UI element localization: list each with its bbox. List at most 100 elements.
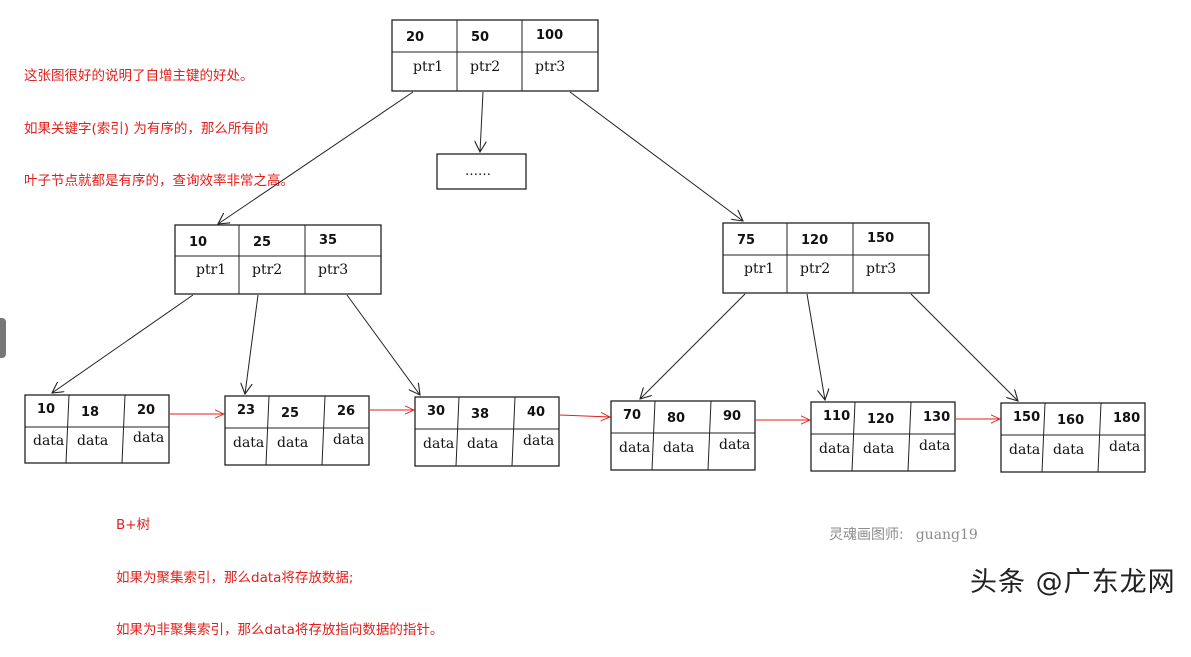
leaf-node-2-border <box>224 395 370 466</box>
root-node-ptrs-2: ptr2 <box>470 59 500 75</box>
leaf-node-4-key-1: 70 <box>623 408 641 423</box>
leaf-node-2-key-1: 23 <box>237 403 255 418</box>
root-node-key-3: 100 <box>536 28 563 43</box>
leaf-link-3-4 <box>559 415 610 417</box>
internal-node-1-ptrs-3: ptr3 <box>318 262 348 278</box>
ellipsis-node-border <box>436 153 527 190</box>
edge-internal2-to-leaf-4 <box>640 293 746 399</box>
leaf-node-1-data-1: data <box>33 433 64 449</box>
leaf-node-4-data-3: data <box>719 437 750 453</box>
edge-internal2-to-leaf-6 <box>910 293 1018 401</box>
leaf-node-6-key-3: 180 <box>1113 411 1140 426</box>
leaf-node-6: 150 160 180 data data data <box>1000 402 1146 473</box>
leaf-node-1-key-1: 10 <box>37 402 55 417</box>
leaf-node-3-key-2: 38 <box>471 407 489 422</box>
leaf-node-2-col-divider-2 <box>321 395 326 466</box>
internal-node-2-key-3: 150 <box>867 231 894 246</box>
leaf-node-1: 10 18 20 data data data <box>24 394 170 464</box>
note-top: 这张图很好的说明了自增主键的好处。 如果关键字(索引) 为有序的，那么所有的 叶… <box>24 33 294 208</box>
leaf-node-2-data-3: data <box>333 432 364 448</box>
leaf-node-1-key-3: 20 <box>137 403 155 418</box>
leaf-node-6-border <box>1000 402 1146 473</box>
credit-author: guang19 <box>915 527 978 543</box>
leaf-node-3-data-3: data <box>523 433 554 449</box>
internal-node-2-key-1: 75 <box>737 233 755 248</box>
note-bottom-line-1: 如果为聚集索引，那么data将存放数据; <box>116 569 354 586</box>
credit: 灵魂画图师: guang19 <box>829 524 978 544</box>
internal-node-1-key-1: 10 <box>189 235 207 250</box>
leaf-node-2-col-divider-1 <box>265 395 270 466</box>
internal-node-2-ptrs-2: ptr2 <box>800 261 830 277</box>
leaf-node-6-col-divider-1 <box>1041 402 1046 473</box>
leaf-node-2-data-2: data <box>277 435 308 451</box>
leaf-node-3-key-3: 40 <box>527 405 545 420</box>
edge-root-to-ellipsis <box>480 91 483 152</box>
leaf-node-4-col-divider-2 <box>707 400 712 471</box>
note-bottom-title: B+树 <box>116 517 151 533</box>
internal-node-2-ptrs-1: ptr1 <box>744 261 774 277</box>
note-top-line-1: 这张图很好的说明了自增主键的好处。 <box>24 68 254 84</box>
leaf-node-1-key-2: 18 <box>81 405 99 420</box>
note-bottom-line-2: 如果为非聚集索引，那么data将存放指向数据的指针。 <box>116 622 444 638</box>
edge-internal1-to-leaf-1 <box>52 294 194 393</box>
internal-node-2-ptrs-3: ptr3 <box>866 261 896 277</box>
root-node-ptrs-1: ptr1 <box>413 59 443 75</box>
root-node-key-1: 20 <box>406 30 424 45</box>
internal-node-2-key-2: 120 <box>801 233 828 248</box>
credit-label: 灵魂画图师: <box>829 527 904 543</box>
leaf-node-4-border <box>610 400 756 471</box>
leaf-node-4-key-3: 90 <box>723 409 741 424</box>
leaf-node-1-border <box>24 394 170 464</box>
internal-node-1-key-3: 35 <box>319 233 337 248</box>
edge-internal2-to-leaf-5 <box>806 293 825 400</box>
edge-internal1-to-leaf-3 <box>346 294 420 395</box>
leaf-node-4-key-2: 80 <box>667 411 685 426</box>
internal-node-2-border <box>722 222 930 294</box>
ellipsis-text: …… <box>465 164 491 179</box>
edge-internal1-to-leaf-2 <box>245 294 259 394</box>
leaf-node-4-data-2: data <box>663 440 694 456</box>
leaf-node-5-data-3: data <box>919 438 950 454</box>
leaf-node-1-data-2: data <box>77 433 108 449</box>
internal-node-1-key-2: 25 <box>253 235 271 250</box>
leaf-node-6-data-2: data <box>1053 442 1084 458</box>
internal-node-1-ptrs-1: ptr1 <box>196 262 226 278</box>
leaf-links <box>170 410 1000 420</box>
leaf-node-1-col-divider-2 <box>121 394 126 464</box>
root-node-key-2: 50 <box>471 30 489 45</box>
leaf-node-6-data-1: data <box>1009 442 1040 458</box>
internal-node-2: 75 120 150 ptr1 ptr2 ptr3 <box>722 222 930 294</box>
internal-node-1: 10 25 35 ptr1 ptr2 ptr3 <box>174 224 382 295</box>
leaf-node-5-key-1: 110 <box>823 409 850 424</box>
leaf-node-4-data-1: data <box>619 440 650 456</box>
note-top-line-2: 如果关键字(索引) 为有序的，那么所有的 <box>24 120 269 137</box>
leaf-node-3-col-divider-2 <box>511 396 516 467</box>
leaf-node-3-border <box>414 396 560 467</box>
leaf-node-3-data-1: data <box>423 436 454 452</box>
root-node: 20 50 100 ptr1 ptr2 ptr3 <box>391 19 599 92</box>
leaf-node-5-data-2: data <box>863 441 894 457</box>
tree-edges <box>52 91 1018 401</box>
internal-node-1-border <box>174 224 382 295</box>
leaf-node-2-data-1: data <box>233 435 264 451</box>
leaf-node-2-key-3: 26 <box>337 404 355 419</box>
leaf-node-6-key-2: 160 <box>1057 413 1084 428</box>
leaf-node-5-key-3: 130 <box>923 410 950 425</box>
leaf-node-3-key-1: 30 <box>427 404 445 419</box>
root-node-ptrs-3: ptr3 <box>535 59 565 75</box>
leaf-node-6-key-1: 150 <box>1013 410 1040 425</box>
side-scroll-handle[interactable] <box>0 318 6 358</box>
leaf-node-3-data-2: data <box>467 436 498 452</box>
leaf-node-6-data-3: data <box>1109 439 1140 455</box>
leaf-node-1-data-3: data <box>133 430 164 446</box>
leaf-node-3: 30 38 40 data data data <box>414 396 560 467</box>
leaf-node-5-col-divider-1 <box>851 401 856 472</box>
leaf-node-5-col-divider-2 <box>907 401 912 472</box>
internal-node-1-ptrs-2: ptr2 <box>252 262 282 278</box>
leaf-node-5-data-1: data <box>819 441 850 457</box>
leaf-node-4-col-divider-1 <box>651 400 656 471</box>
